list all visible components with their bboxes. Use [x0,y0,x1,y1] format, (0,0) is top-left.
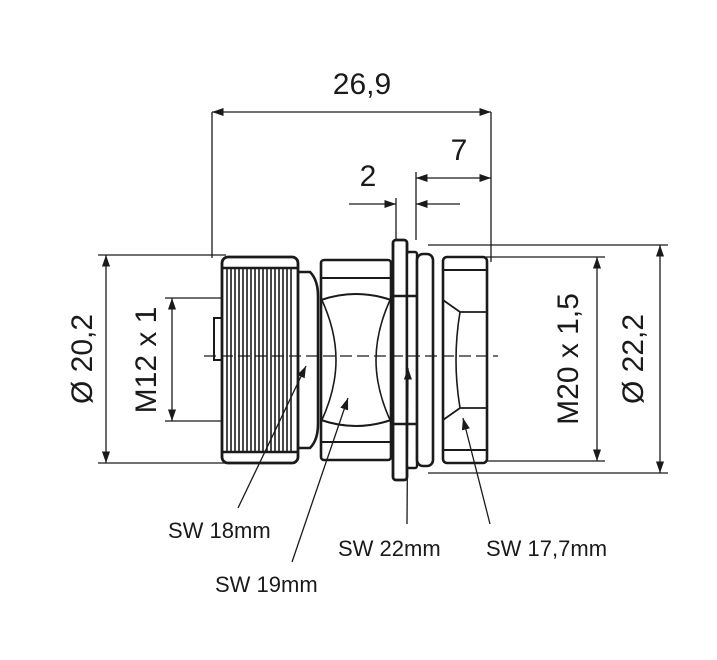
dim-thread-length: 7 [415,134,491,240]
flange [391,238,419,482]
dim-diameter-right-label: Ø 22,2 [617,314,650,404]
neck [298,270,320,450]
knurled-nut [220,255,300,465]
dim-thread-left: M12 x 1 [130,297,228,422]
callout-sw-flange: SW 22mm [338,536,441,561]
dim-diameter-right: Ø 22,2 [428,244,668,474]
dim-overall-length-label: 26,9 [333,68,391,101]
callout-sw-hex-body: SW 19mm [215,572,318,597]
callout-sw-knurl: SW 18mm [168,518,271,543]
dim-thread-right-label: M20 x 1,5 [552,293,585,425]
callout-sw-nut: SW 17,7mm [486,536,607,561]
dim-diameter-left: Ø 20,2 [66,254,226,464]
dim-thread-length-label: 7 [451,134,468,167]
dim-gap: 2 [349,160,460,240]
dim-overall-length: 26,9 [211,68,492,262]
seal-ring [415,252,435,468]
dim-diameter-left-label: Ø 20,2 [66,314,99,404]
hex-nut [441,255,489,465]
connector-body [204,238,498,482]
callout-leaders [237,365,491,563]
dim-thread-right: M20 x 1,5 [486,256,605,462]
hex-body [319,258,393,462]
dim-gap-label: 2 [360,160,377,193]
dim-thread-left-label: M12 x 1 [130,307,163,414]
